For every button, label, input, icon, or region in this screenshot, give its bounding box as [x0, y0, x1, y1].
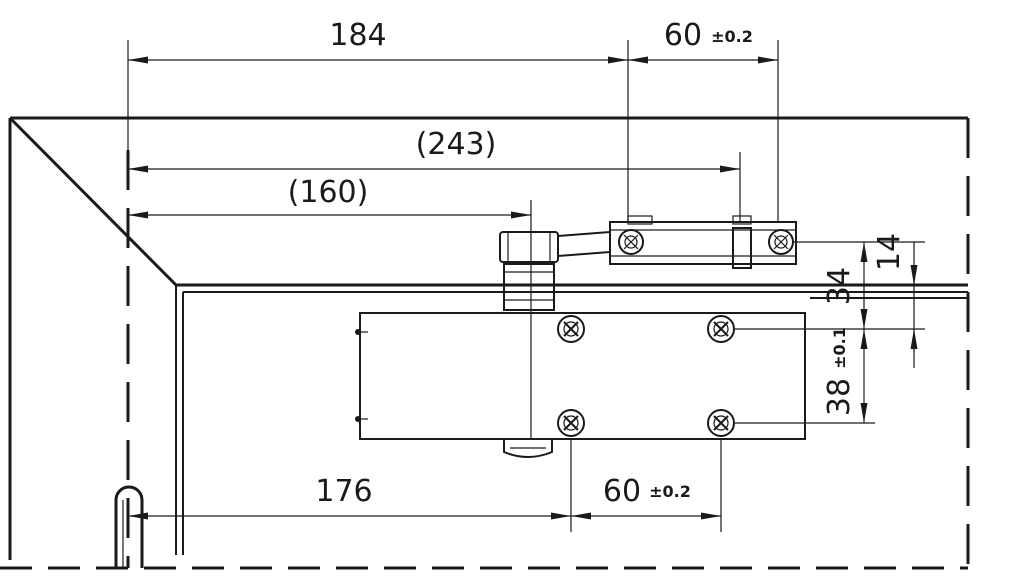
dim-60-top: 60 [664, 18, 702, 53]
dim-184: 184 [329, 18, 386, 53]
closer-body [355, 312, 806, 458]
screw-hole [557, 315, 585, 343]
closer-spindle [499, 231, 559, 311]
extension-lines [127, 40, 925, 532]
door-frame [0, 116, 970, 570]
screw-hole [707, 409, 735, 437]
dim-176: 176 [315, 474, 372, 509]
dim-60-bottom-tolerance: ±0.2 [649, 482, 691, 501]
dim-60-bottom: 60 [603, 474, 641, 509]
dim-38: 38 [822, 378, 857, 416]
dim-243: (243) [416, 127, 497, 162]
hinge-pin [114, 485, 144, 568]
closer-arm [557, 215, 797, 269]
dimension-lines [128, 56, 918, 520]
dim-160: (160) [288, 175, 369, 210]
dim-38-tolerance: ±0.1 [830, 327, 849, 369]
screw-hole [557, 409, 585, 437]
dim-60-top-tolerance: ±0.2 [711, 27, 753, 46]
screw-hole [707, 315, 735, 343]
dim-14: 14 [872, 233, 907, 271]
dim-34: 34 [822, 267, 857, 305]
